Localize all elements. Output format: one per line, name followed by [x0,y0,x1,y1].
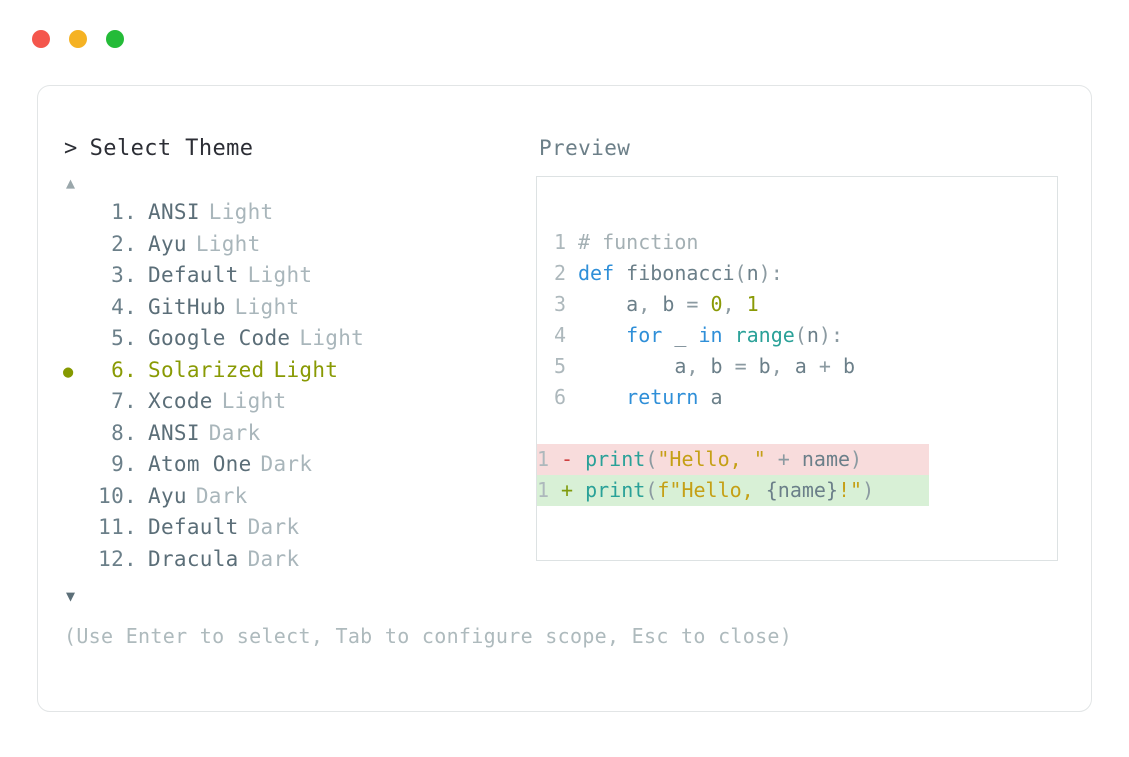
window-traffic-lights [32,30,124,48]
theme-list-item[interactable]: ● 6. Solarized Light [63,358,533,390]
page-title: > Select Theme [64,136,533,161]
theme-item-index: 3. [111,263,137,287]
theme-item-variant: Light [247,263,313,287]
code-line: 4 for _ in range(n): [554,320,1057,351]
diff-marker: + [561,478,574,502]
scroll-down-icon[interactable]: ▼ [66,587,76,605]
theme-list-item[interactable]: 4. GitHub Light [63,295,533,327]
line-number: 5 [554,354,567,378]
page-title-label: Select Theme [89,136,254,161]
diff-marker: - [561,447,574,471]
theme-list-item[interactable]: 8. ANSI Dark [63,421,533,453]
theme-item-name: Ayu [148,231,187,256]
line-number: 1 [537,478,550,502]
selected-bullet-icon: ● [63,361,74,382]
theme-item-variant: Light [299,326,365,350]
theme-item-index: 6. [111,357,137,382]
code-line: 6 return a [554,382,1057,413]
theme-item-name: Solarized [148,357,265,382]
theme-item-variant: Dark [195,483,248,508]
theme-item-index: 2. [111,231,137,256]
line-number: 1 [554,230,567,254]
theme-item-index: 8. [111,420,137,445]
theme-item-variant: Light [221,389,287,413]
code-line: 5 a, b = b, a + b [554,351,1057,382]
scroll-up-icon[interactable]: ▲ [66,174,76,192]
diff-block: 1- print("Hello, " + name)1+ print(f"Hel… [537,444,1057,506]
theme-list-item[interactable]: 12. Dracula Dark [63,547,533,579]
prompt-caret-icon: > [64,136,78,161]
theme-item-name: Default [148,515,239,539]
theme-item-name: Xcode [148,389,213,413]
diff-line-plus: 1+ print(f"Hello, {name}!") [537,475,929,506]
theme-item-name: ANSI [148,420,200,445]
theme-item-index: 12. [98,546,137,571]
theme-item-name: Google Code [148,326,291,350]
theme-list-item[interactable]: 3. Default Light [63,263,533,295]
theme-item-name: Ayu [148,483,187,508]
code-line: 1# function [554,227,1057,258]
theme-item-index: 4. [111,294,137,319]
theme-list-item[interactable]: 11. Default Dark [63,515,533,547]
theme-list-item[interactable]: 9. Atom One Dark [63,452,533,484]
theme-list-item[interactable]: 10. Ayu Dark [63,484,533,516]
theme-item-index: 11. [98,515,137,539]
theme-item-name: Default [148,263,239,287]
close-button[interactable] [32,30,50,48]
code-line: 3 a, b = 0, 1 [554,289,1057,320]
theme-item-variant: Light [273,357,339,382]
theme-list-item[interactable]: 7. Xcode Light [63,389,533,421]
theme-item-index: 10. [98,483,137,508]
theme-list-item[interactable]: 1. ANSI Light [63,200,533,232]
theme-item-name: Atom One [148,452,252,476]
preview-label: Preview [539,136,631,160]
theme-item-variant: Dark [260,452,313,476]
theme-item-variant: Light [195,231,261,256]
line-number: 6 [554,385,567,409]
theme-item-name: Dracula [148,546,239,571]
diff-line-minus: 1- print("Hello, " + name) [537,444,929,475]
minimize-button[interactable] [69,30,87,48]
theme-item-variant: Dark [247,515,300,539]
theme-item-variant: Dark [208,420,261,445]
line-number: 4 [554,323,567,347]
theme-item-index: 9. [111,452,137,476]
line-number: 2 [554,261,567,285]
theme-item-index: 7. [111,389,137,413]
theme-item-name: ANSI [148,200,200,224]
theme-item-variant: Light [208,200,274,224]
line-number: 3 [554,292,567,316]
theme-item-index: 1. [111,200,137,224]
theme-list-item[interactable]: 2. Ayu Light [63,232,533,264]
theme-item-variant: Dark [247,546,300,571]
keyboard-hint: (Use Enter to select, Tab to configure s… [64,624,793,648]
line-number: 1 [537,447,550,471]
maximize-button[interactable] [106,30,124,48]
theme-item-variant: Light [234,294,300,319]
theme-item-name: GitHub [148,294,226,319]
theme-item-index: 5. [111,326,137,350]
theme-list-item[interactable]: 5. Google Code Light [63,326,533,358]
